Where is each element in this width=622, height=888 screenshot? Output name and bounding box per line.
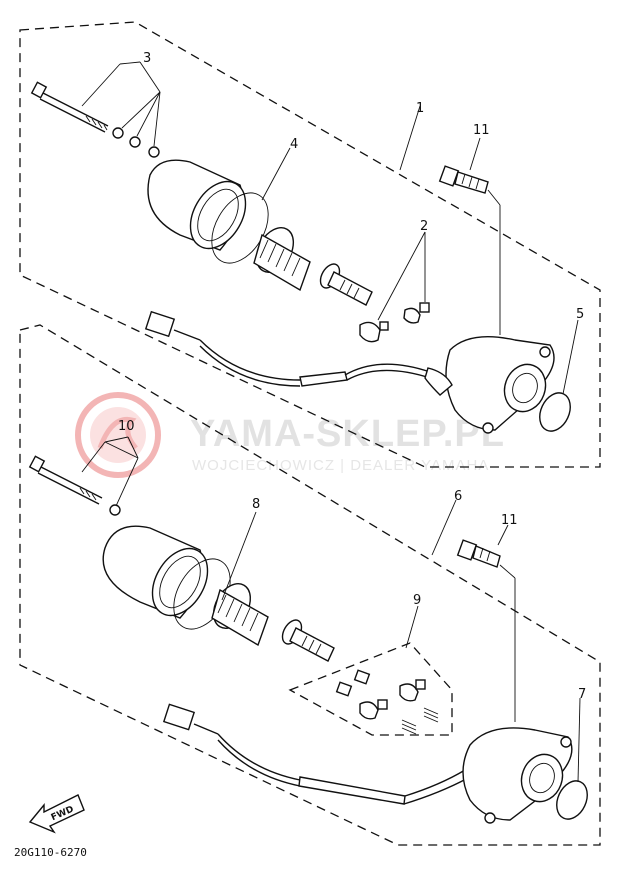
callout-8: 8	[252, 497, 260, 512]
diagram-code: 20G110-6270	[14, 846, 87, 859]
fwd-arrow-icon: FWD	[28, 794, 85, 834]
callout-9: 9	[413, 593, 421, 608]
callout-4: 4	[290, 137, 298, 152]
lead-wire-upper	[144, 310, 431, 387]
watermark: YAMA-SKLEP.PL WOJCIECHOWICZ | DEALER YAM…	[75, 392, 505, 478]
callout-3: 3	[143, 51, 151, 66]
through-bolt-lower	[28, 455, 103, 505]
through-bolt-upper	[30, 81, 109, 133]
watermark-title: YAMA-SKLEP.PL	[190, 413, 505, 455]
rear-cover-upper	[424, 335, 555, 434]
brush-kit-lower	[335, 669, 439, 735]
callout-7: 7	[578, 687, 586, 702]
lead-wire-lower	[162, 703, 469, 805]
callout-10: 10	[118, 419, 135, 434]
watermark-subtitle: WOJCIECHOWICZ | DEALER YAMAHA	[192, 457, 489, 474]
callout-11-lower: 11	[501, 513, 518, 528]
armature-lower	[211, 583, 335, 662]
callout-11-upper: 11	[473, 123, 490, 138]
leaders-upper	[81, 61, 579, 395]
callout-5: 5	[576, 307, 584, 322]
starter-yoke-upper	[147, 159, 269, 264]
o-ring-lower	[556, 780, 588, 820]
leaders-lower	[81, 436, 581, 783]
upper-assembly-boundary	[19, 21, 601, 468]
armature-upper	[253, 227, 373, 306]
mounting-screw-upper	[438, 165, 489, 194]
brush-kit-boundary	[288, 642, 453, 736]
mounting-screw-lower	[456, 539, 501, 568]
watermark-logo-icon	[75, 392, 161, 478]
lower-assembly-boundary	[19, 324, 601, 846]
washer-set-upper	[112, 127, 160, 158]
washer-lower	[109, 504, 121, 516]
callout-1: 1	[416, 101, 424, 116]
brush-set-upper	[359, 302, 430, 343]
callout-6: 6	[454, 489, 462, 504]
callout-2: 2	[420, 219, 428, 234]
rear-cover-lower	[462, 727, 573, 824]
